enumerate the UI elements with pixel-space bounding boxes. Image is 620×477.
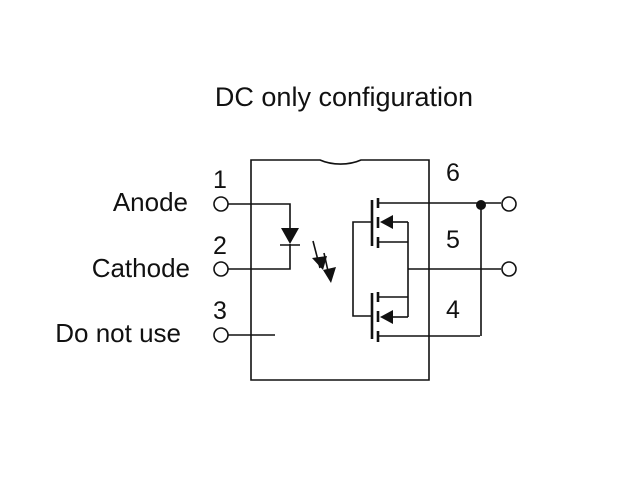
- pin-name-anode: Anode: [113, 187, 188, 217]
- terminal-pin-1: [213, 196, 229, 212]
- package-outline: [250, 159, 430, 381]
- pin-number-4: 4: [446, 296, 460, 324]
- pin-number-6: 6: [446, 159, 460, 187]
- mosfet-lower-icon: [370, 292, 480, 342]
- terminal-pin-2: [213, 261, 229, 277]
- pin-number-3: 3: [213, 297, 227, 325]
- terminal-pin-3: [213, 327, 229, 343]
- terminal-pin-6: [501, 196, 517, 212]
- mosfet-upper-icon: [370, 198, 409, 248]
- pin-name-cathode: Cathode: [92, 253, 190, 283]
- pin-name-do-not-use: Do not use: [55, 318, 181, 348]
- gate-drive-bracket: [352, 221, 372, 317]
- light-arrows-icon: [312, 240, 336, 283]
- led-wiring: [228, 203, 291, 270]
- diagram-title: DC only configuration: [215, 82, 473, 112]
- junction-dot: [476, 200, 486, 210]
- terminal-pin-5: [501, 261, 517, 277]
- pin-number-5: 5: [446, 226, 460, 254]
- pin-number-2: 2: [213, 232, 227, 260]
- led-icon: [280, 228, 300, 246]
- pin-number-1: 1: [213, 166, 227, 194]
